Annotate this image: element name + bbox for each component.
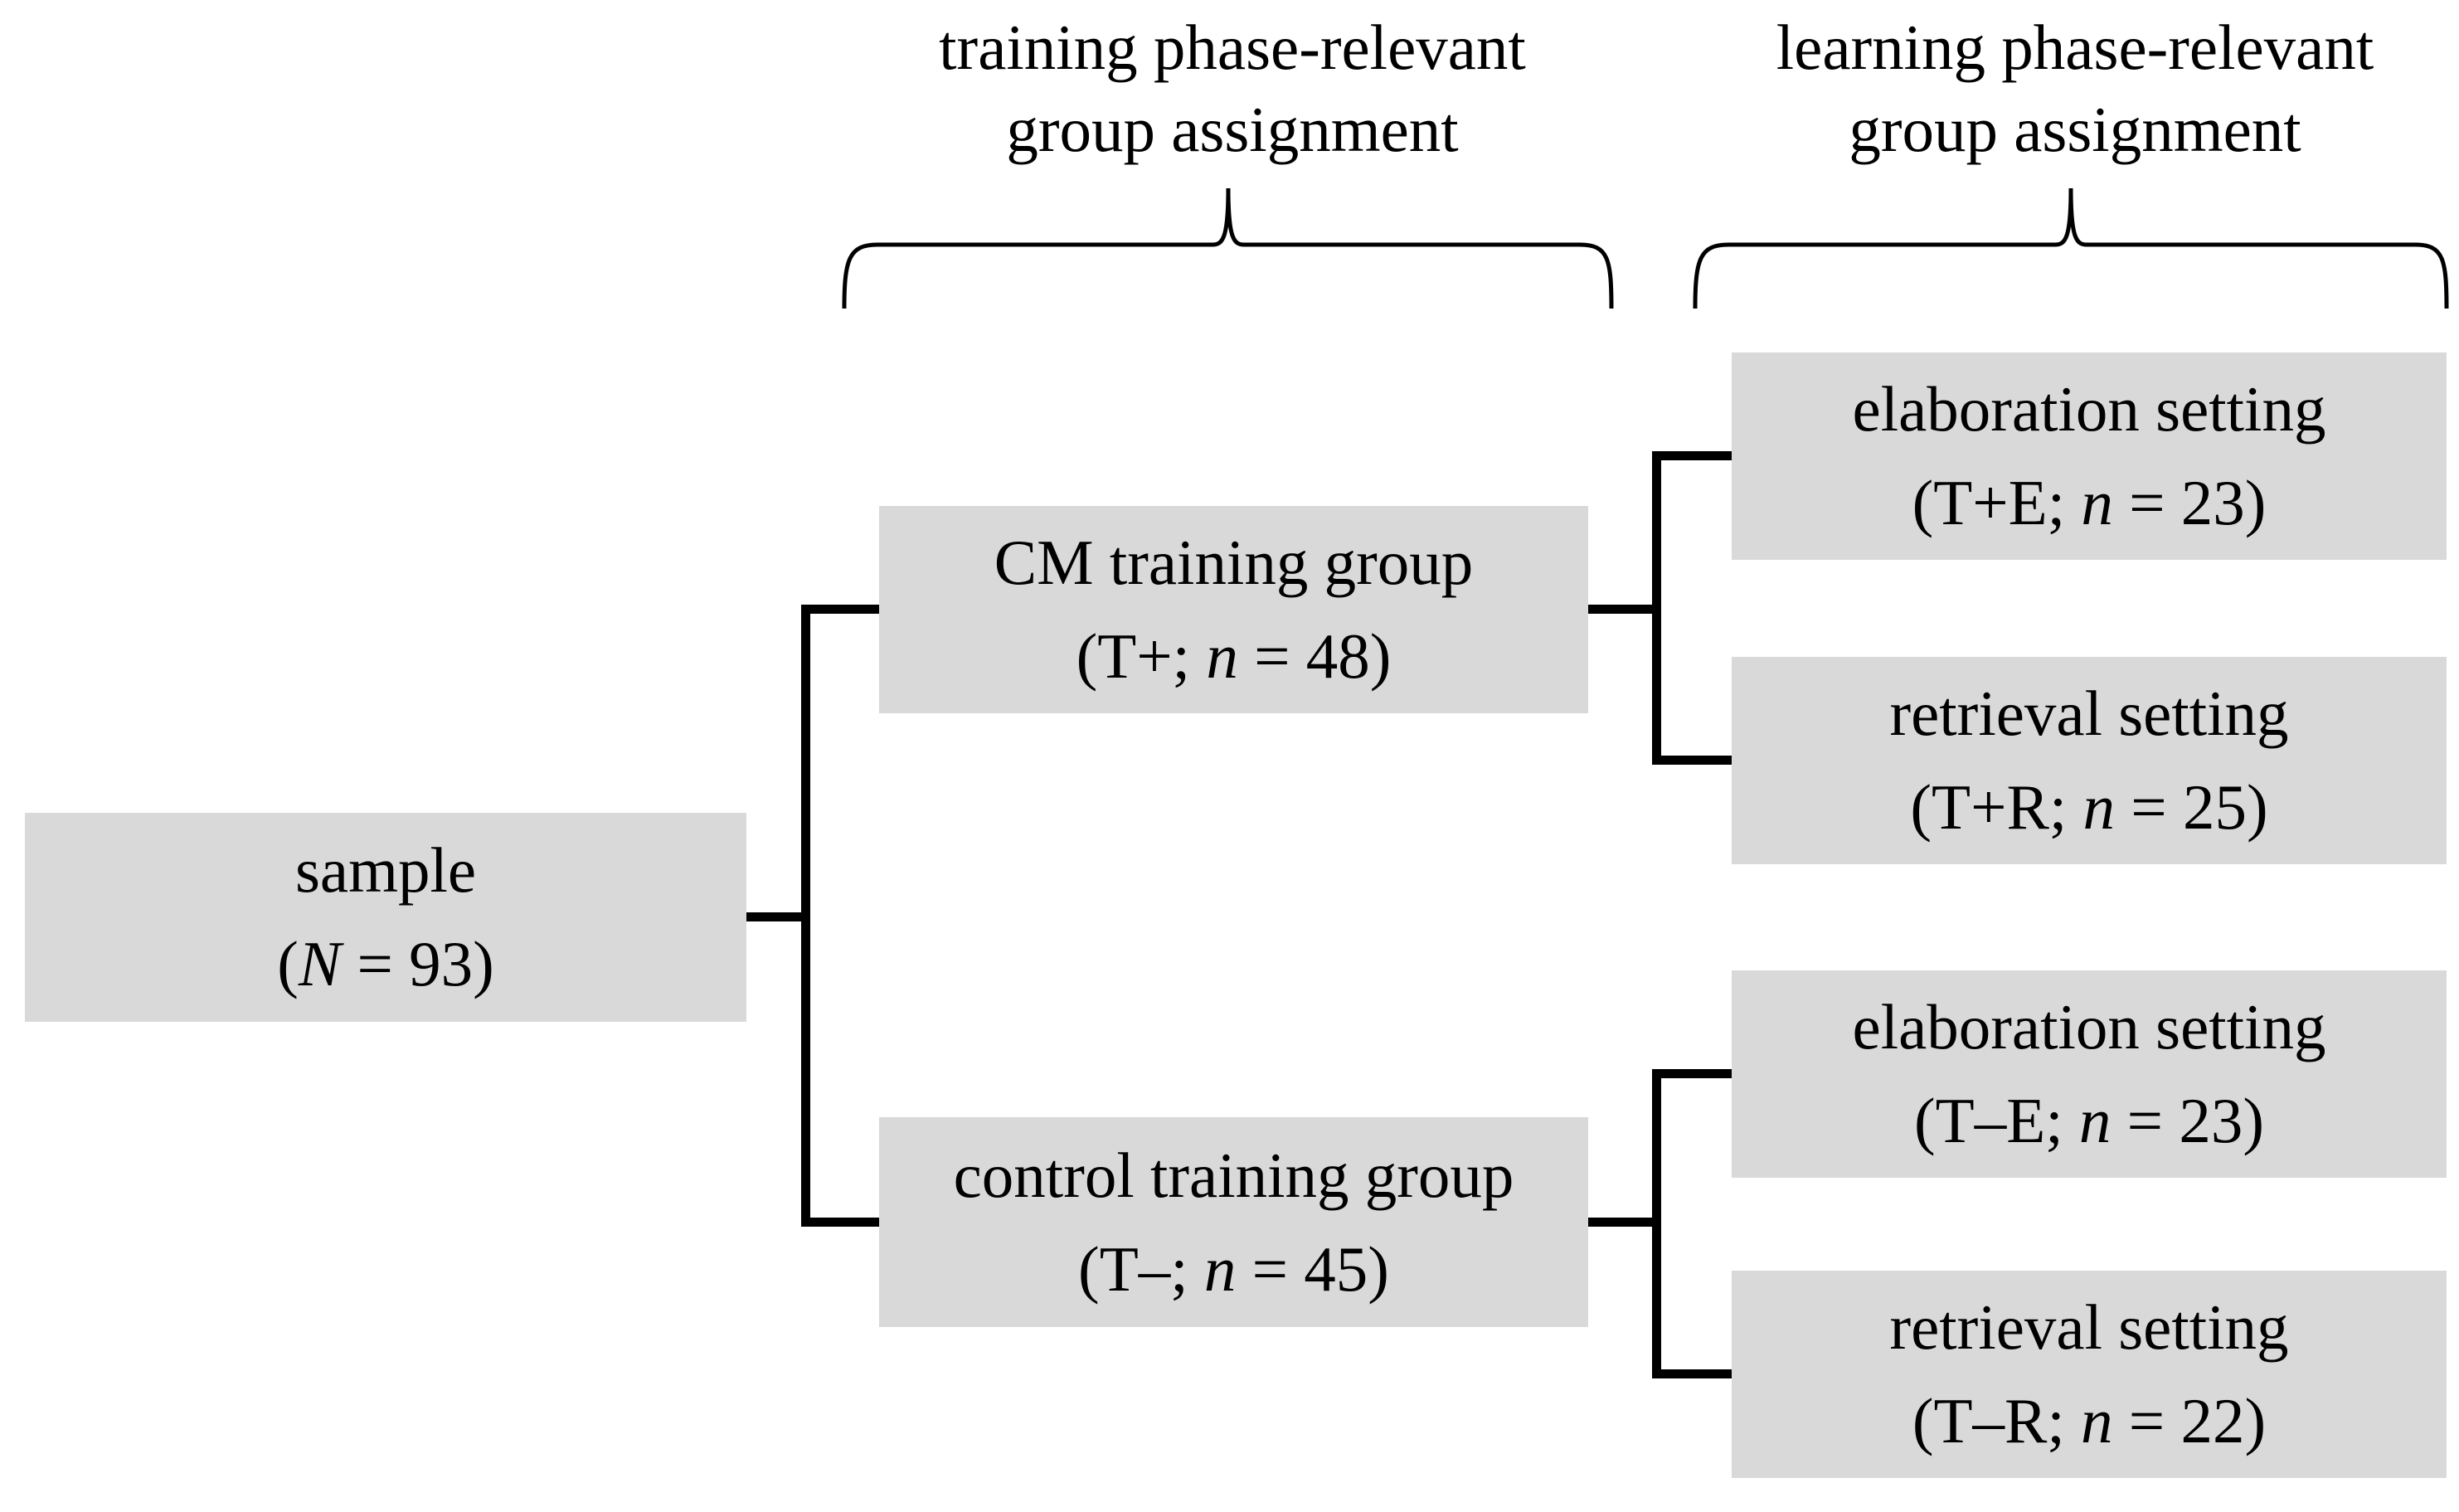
connector-control-stub	[1587, 1218, 1661, 1227]
connector-sample-stub	[745, 912, 810, 921]
tme-stat-variable: n	[2078, 1085, 2112, 1156]
control-stat-variable: n	[1203, 1232, 1237, 1305]
tpr-stat-suffix: = 25)	[2115, 771, 2268, 843]
cm-stat-variable: n	[1206, 620, 1238, 692]
sample-stat-variable: N	[298, 928, 342, 999]
connector-tme-branch	[1652, 1069, 1732, 1078]
tme-stat: (T–E; n = 23)	[1914, 1074, 2264, 1168]
sample-node-title: sample	[294, 834, 477, 906]
control-training-group-title: control training group	[953, 1139, 1514, 1211]
tpr-title: retrieval setting	[1889, 678, 2289, 749]
sample-stat-prefix: (	[277, 928, 299, 999]
learning-phase-header: learning phase-relevant group assignment	[1660, 7, 2459, 171]
learning-brace	[1693, 187, 2449, 309]
control-stat-prefix: (T–;	[1078, 1232, 1204, 1305]
connector-control-settings-vertical	[1652, 1069, 1661, 1378]
tmr-stat-suffix: = 22)	[2112, 1385, 2267, 1456]
connector-tpr-branch	[1652, 756, 1732, 765]
connector-tpe-branch	[1652, 451, 1732, 460]
learning-phase-header-line2: group assignment	[1849, 94, 2301, 165]
connector-training-vertical	[801, 605, 810, 1227]
control-stat-suffix: = 45)	[1236, 1232, 1389, 1305]
retrieval-setting-tpr-node: retrieval setting (T+R; n = 25)	[1732, 657, 2447, 864]
training-phase-header-line2: group assignment	[1006, 94, 1459, 165]
sample-node-stat: (N = 93)	[277, 917, 494, 1011]
sample-node: sample (N = 93)	[25, 813, 746, 1022]
tmr-stat-prefix: (T–R;	[1912, 1385, 2082, 1456]
connector-cm-stub	[1587, 605, 1661, 614]
tme-stat-suffix: = 23)	[2111, 1085, 2264, 1156]
elaboration-setting-tpe-node: elaboration setting (T+E; n = 23)	[1732, 352, 2447, 560]
cm-training-group-title: CM training group	[994, 527, 1474, 598]
retrieval-setting-tmr-node: retrieval setting (T–R; n = 22)	[1732, 1271, 2447, 1478]
tpe-stat-variable: n	[2081, 467, 2113, 538]
learning-phase-header-line1: learning phase-relevant	[1776, 12, 2374, 83]
tpr-stat-prefix: (T+R;	[1910, 771, 2083, 843]
tpe-stat-suffix: = 23)	[2112, 467, 2267, 538]
control-training-group-node: control training group (T–; n = 45)	[879, 1117, 1588, 1327]
tmr-stat-variable: n	[2081, 1385, 2113, 1456]
tmr-stat: (T–R; n = 22)	[1912, 1374, 2266, 1468]
tme-stat-prefix: (T–E;	[1914, 1085, 2079, 1156]
connector-control-branch	[801, 1218, 880, 1227]
tpr-stat-variable: n	[2082, 771, 2116, 843]
elaboration-setting-tme-node: elaboration setting (T–E; n = 23)	[1732, 970, 2447, 1178]
tpe-stat-prefix: (T+E;	[1912, 467, 2082, 538]
control-training-group-stat: (T–; n = 45)	[1078, 1223, 1389, 1316]
tpr-stat: (T+R; n = 25)	[1910, 761, 2267, 854]
cm-stat-suffix: = 48)	[1237, 620, 1392, 692]
tmr-title: retrieval setting	[1889, 1291, 2289, 1363]
cm-training-group-stat: (T+; n = 48)	[1076, 610, 1392, 703]
cm-training-group-node: CM training group (T+; n = 48)	[879, 506, 1588, 713]
sample-stat-suffix: = 93)	[341, 928, 494, 999]
training-brace	[842, 187, 1614, 309]
connector-cm-branch	[801, 605, 880, 614]
tpe-title: elaboration setting	[1852, 373, 2326, 445]
cm-stat-prefix: (T+;	[1076, 620, 1207, 692]
training-phase-header-line1: training phase-relevant	[939, 12, 1526, 83]
tme-title: elaboration setting	[1852, 991, 2326, 1062]
connector-tmr-branch	[1652, 1369, 1732, 1378]
connector-cm-settings-vertical	[1652, 451, 1661, 765]
training-phase-header: training phase-relevant group assignment	[818, 7, 1647, 171]
tpe-stat: (T+E; n = 23)	[1912, 456, 2267, 550]
